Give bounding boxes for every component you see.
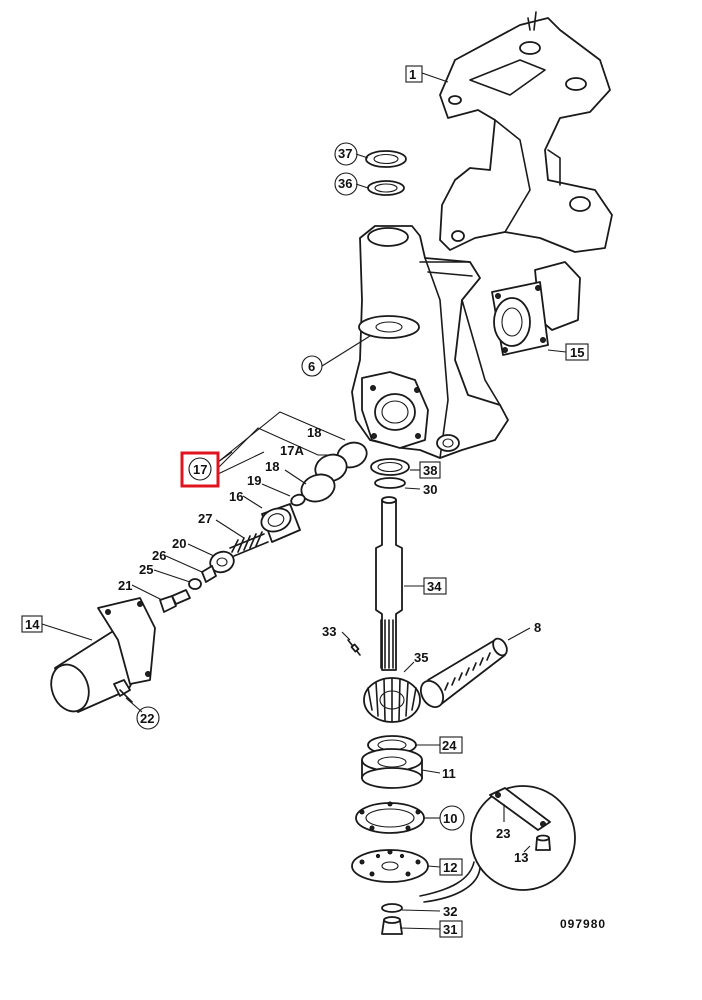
label-24: 24 (442, 738, 457, 753)
part-27-spring (229, 531, 269, 557)
part-25-washer (188, 578, 202, 590)
label-27: 27 (198, 511, 212, 526)
label-33: 33 (322, 624, 336, 639)
label-15: 15 (570, 345, 584, 360)
part-10-gasket (355, 801, 425, 834)
part-35-gear (363, 677, 421, 723)
part-21-bolt (159, 589, 191, 613)
part-32-washer (381, 903, 403, 913)
label-21: 21 (118, 578, 132, 593)
part-1-bracket (439, 11, 613, 253)
label-23: 23 (496, 826, 510, 841)
label-35: 35 (414, 650, 428, 665)
reference-code: 097980 (560, 917, 606, 931)
label-18-upper: 18 (307, 425, 321, 440)
part-19-ring (290, 493, 306, 507)
part-33-pin (347, 639, 361, 656)
part-6-washer (358, 315, 420, 339)
label-26: 26 (152, 548, 166, 563)
label-10: 10 (443, 811, 457, 826)
label-34: 34 (427, 579, 442, 594)
label-22: 22 (140, 711, 154, 726)
label-30: 30 (423, 482, 437, 497)
label-13: 13 (514, 850, 528, 865)
label-14: 14 (25, 617, 40, 632)
detail-circle (419, 785, 576, 903)
label-12: 12 (443, 860, 457, 875)
label-6: 6 (308, 359, 315, 374)
label-25: 25 (139, 562, 153, 577)
highlighted-callout-17[interactable]: 17 (180, 451, 220, 488)
part-15-cylinder (491, 261, 581, 356)
label-19: 19 (247, 473, 261, 488)
label-17A: 17A (280, 443, 304, 458)
label-31: 31 (443, 922, 457, 937)
part-30-ring (374, 477, 406, 489)
label-37: 37 (338, 146, 352, 161)
callout-labels: 1 37 36 6 15 18 17A 18 19 16 27 20 26 25… (21, 65, 606, 938)
part-8-rack (419, 637, 508, 709)
label-32: 32 (443, 904, 457, 919)
part-36-ring (367, 180, 405, 196)
part-12-plate (351, 849, 429, 883)
part-14-cylinder (50, 597, 156, 713)
part-11-cover (361, 748, 423, 789)
part-37-ring (365, 150, 407, 168)
column-housing (351, 225, 509, 459)
part-34-shaft (375, 496, 403, 671)
label-1: 1 (409, 67, 416, 82)
label-8: 8 (534, 620, 541, 635)
part-38-ring (370, 458, 410, 476)
label-20: 20 (172, 536, 186, 551)
part-18-ring-lower (300, 473, 336, 503)
part-22-bolt (113, 679, 133, 703)
label-18-lower: 18 (265, 459, 279, 474)
part-16-sleeve (260, 503, 301, 543)
label-11: 11 (442, 766, 456, 781)
label-38: 38 (423, 463, 437, 478)
part-26-pin (201, 565, 217, 583)
label-36: 36 (338, 176, 352, 191)
part-31-nut (381, 916, 403, 935)
label-17: 17 (193, 462, 207, 477)
label-16: 16 (229, 489, 243, 504)
leader-lines (41, 72, 567, 930)
